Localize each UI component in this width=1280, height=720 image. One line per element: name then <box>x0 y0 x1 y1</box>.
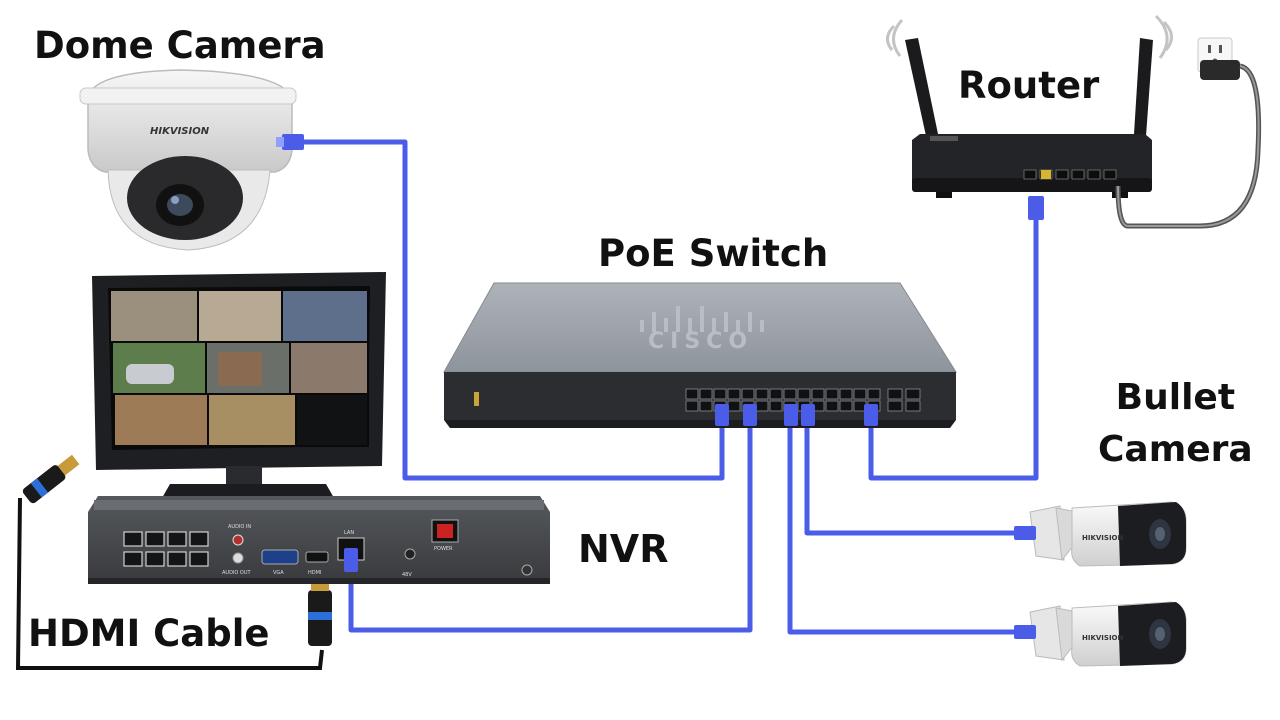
nvr: AUDIO IN AUDIO OUT VGA HDMI LAN POWER 48… <box>88 496 550 584</box>
dome-camera: HIKVISION <box>79 69 304 251</box>
hdmi-cable <box>15 497 324 670</box>
hdmi-plug-top-icon <box>22 454 80 504</box>
cable-nvr-to-switch <box>348 420 753 633</box>
nvr-audio-out-label: AUDIO OUT <box>222 570 252 576</box>
rj45-plug-icon <box>1028 196 1044 220</box>
cable-router-to-switch <box>868 210 1039 481</box>
wifi-signal-icon <box>886 14 1173 59</box>
power-outlet-icon <box>1197 37 1240 80</box>
bullet-camera-2: HIKVISION <box>1014 601 1187 667</box>
hdmi-plug-bottom-icon <box>308 576 332 646</box>
rj45-plug-icon <box>276 134 304 150</box>
nvr-power-label: POWER <box>434 546 453 552</box>
nvr-poe-ports <box>123 531 209 567</box>
cable-switch-to-bullet-2 <box>787 420 1030 635</box>
switch-ports <box>685 388 921 412</box>
hdmi-cable-wire <box>15 497 324 670</box>
rj45-plug-icon <box>1014 526 1036 540</box>
nvr-lan-label: LAN <box>344 530 354 536</box>
dome-brand-text: HIKVISION <box>150 126 210 137</box>
nvr-label: NVR <box>578 527 669 571</box>
bullet-1-brand-text: HIKVISION <box>1082 534 1124 542</box>
switch-brand-text: CISCO <box>648 329 753 354</box>
cable-dome-to-switch <box>300 139 725 481</box>
rj45-plug-icon <box>715 404 878 426</box>
bullet-camera-label: Bullet Camera <box>1098 372 1253 476</box>
router <box>886 14 1262 229</box>
bullet-camera-label-line2: Camera <box>1098 429 1253 470</box>
cisco-logo-icon <box>640 306 764 332</box>
cable-switch-to-bullet-1 <box>804 420 1030 536</box>
bullet-camera-label-line1: Bullet <box>1115 377 1236 418</box>
poe-switch-label: PoE Switch <box>598 232 829 275</box>
dome-camera-label: Dome Camera <box>34 24 326 67</box>
nvr-dc-label: 48V <box>402 572 412 578</box>
nvr-audio-in-label: AUDIO IN <box>228 524 251 530</box>
router-label: Router <box>958 64 1100 107</box>
poe-switch: CISCO <box>443 282 957 428</box>
nvr-panel-labels: AUDIO IN AUDIO OUT VGA HDMI LAN POWER 48… <box>222 524 453 578</box>
hdmi-cable-label: HDMI Cable <box>28 612 270 655</box>
cctv-feed-grid <box>109 289 369 447</box>
bullet-camera-1: HIKVISION <box>1014 501 1187 567</box>
rj45-plug-icon <box>344 548 358 572</box>
nvr-hdmi-label: HDMI <box>308 570 321 576</box>
rj45-plug-icon <box>1014 625 1036 639</box>
nvr-vga-label: VGA <box>273 570 284 576</box>
monitor <box>92 272 386 498</box>
ethernet-cables <box>300 139 1039 635</box>
bullet-2-brand-text: HIKVISION <box>1082 634 1124 642</box>
